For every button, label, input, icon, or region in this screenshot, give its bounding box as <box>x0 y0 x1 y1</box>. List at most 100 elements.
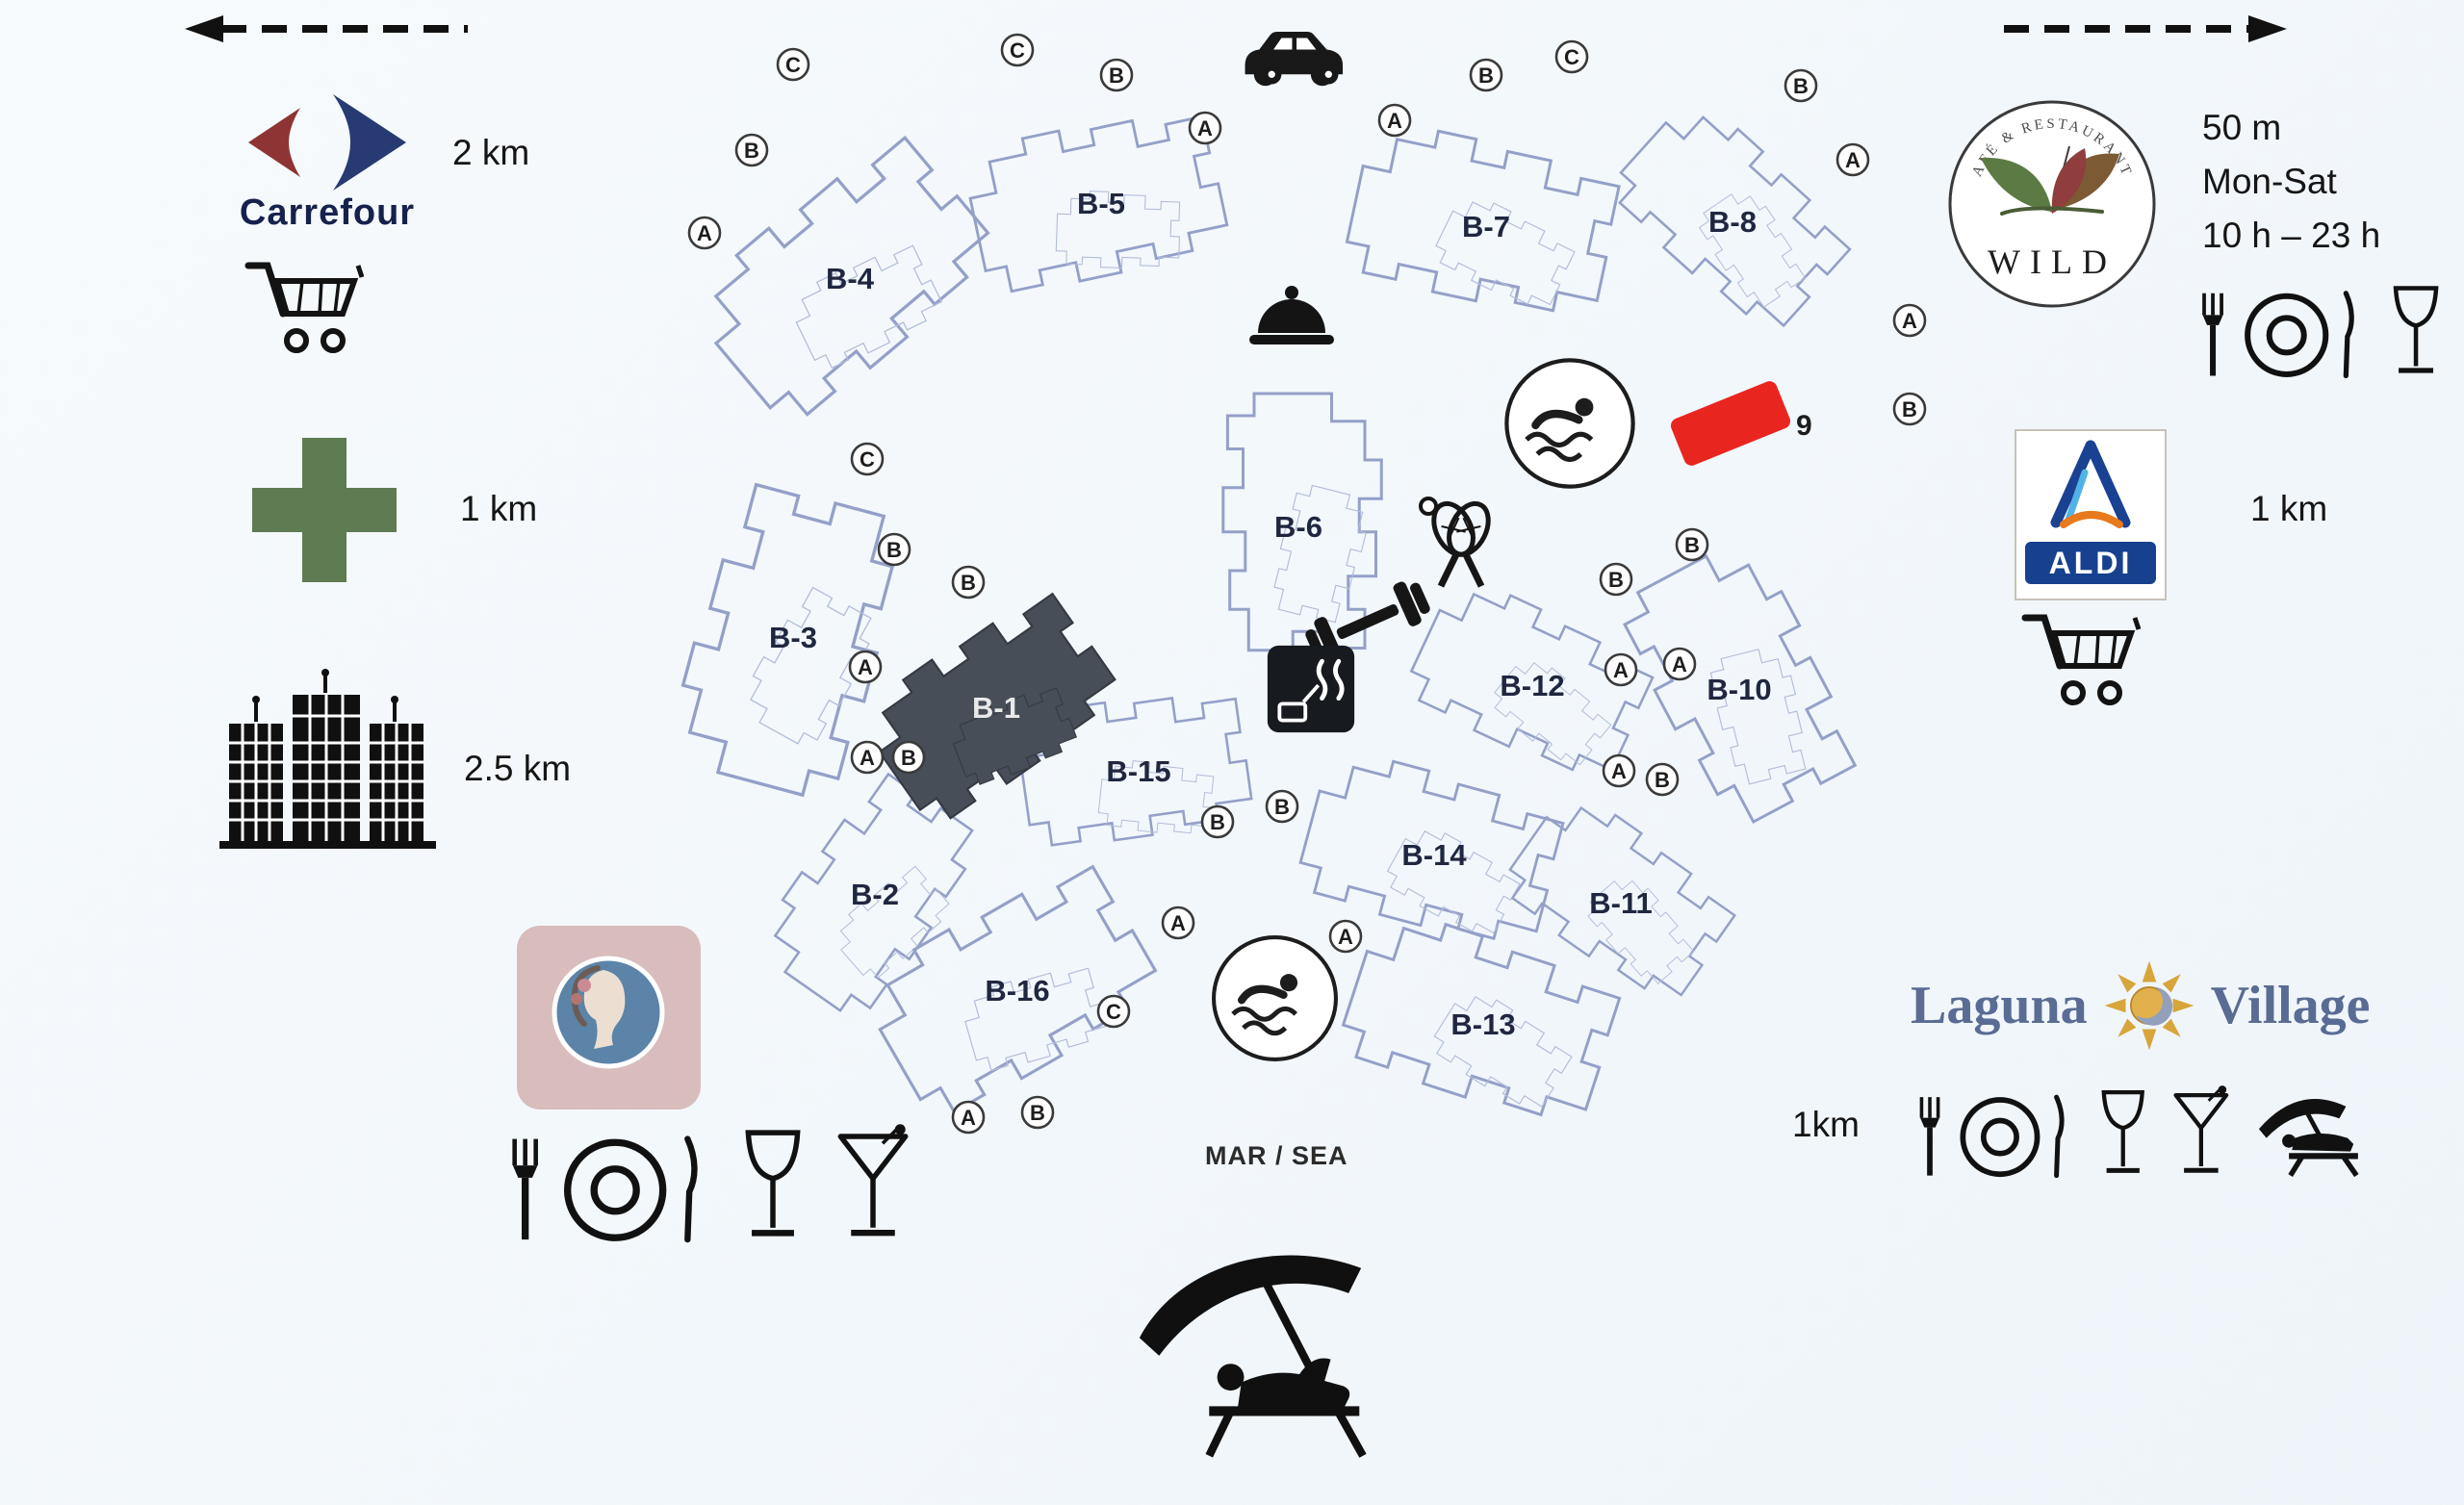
dashed-arrow-right <box>2000 12 2289 46</box>
entrance-marker-letter: B <box>1902 397 1917 421</box>
entrance-marker-letter: B <box>1655 768 1670 792</box>
carrefour-logo <box>241 85 414 200</box>
dashed-arrow-left <box>183 12 472 46</box>
plate-cutlery-icon <box>512 1135 698 1243</box>
laguna-sun-icon <box>2104 960 2194 1051</box>
pool-icon-lower <box>1205 929 1345 1068</box>
building-label-B-13: B-13 <box>1450 1008 1515 1041</box>
entrance-marker-letter: B <box>1210 810 1225 834</box>
entrance-marker-B <box>1020 1095 1055 1130</box>
entrance-marker-B <box>1265 789 1299 824</box>
entrance-marker-B <box>951 565 986 599</box>
wine-glass-icon <box>2101 1089 2144 1173</box>
laguna-village-logo: Laguna Village <box>1911 957 2371 1054</box>
aldi-logo: ALDI <box>2014 428 2168 601</box>
entrance-marker-B <box>1469 58 1503 92</box>
pharmacy-cross-icon <box>252 438 397 582</box>
entrance-marker-C <box>1000 33 1035 67</box>
entrance-marker-A <box>1602 753 1636 788</box>
entrance-marker-letter: A <box>1387 109 1402 133</box>
building-label-B-8: B-8 <box>1708 205 1757 239</box>
entrance-marker-B <box>1892 392 1927 426</box>
entrance-marker-B <box>1599 562 1633 597</box>
building-outline-echo-B-14 <box>1379 817 1526 945</box>
entrance-marker-letter: A <box>1845 148 1861 172</box>
entrance-marker-A <box>1604 652 1638 687</box>
entrance-marker-A <box>951 1100 986 1135</box>
entrance-marker-B <box>877 532 911 567</box>
shopping-cart-icon-right <box>2019 604 2144 720</box>
entrance-marker-A <box>1328 919 1363 954</box>
entrance-marker-letter: C <box>860 447 875 472</box>
wild-restaurant-logo: CAFÉ & RESTAURANTE WILD <box>1944 96 2161 313</box>
entrance-marker-B <box>1099 58 1134 92</box>
entrance-marker-A <box>687 216 722 250</box>
highlighted-unit-label: 9 <box>1796 410 1812 442</box>
entrance-marker-A <box>1188 111 1222 145</box>
cocktail-glass-icon <box>837 1124 909 1237</box>
entrance-marker-A <box>1377 103 1412 138</box>
entrance-marker-A <box>850 740 885 775</box>
entrance-marker-letter: A <box>1902 309 1917 333</box>
restaurant-icons-left <box>500 1124 912 1247</box>
entrance-marker-letter: B <box>744 139 759 163</box>
entrance-marker-B <box>1784 68 1818 103</box>
entrance-marker-letter: B <box>961 571 976 595</box>
beach-lounger-mini-icon <box>2258 1099 2359 1178</box>
entrance-marker-B <box>1675 527 1709 562</box>
wild-distance: 50 m <box>2202 108 2282 147</box>
entrance-marker-C <box>1554 39 1589 74</box>
entrance-marker-B <box>734 133 769 167</box>
entrance-marker-letter: B <box>1608 568 1624 592</box>
building-label-B-16: B-16 <box>985 974 1049 1008</box>
entrance-marker-letter: A <box>1338 925 1353 949</box>
restaurant-icons-right-top <box>2193 281 2464 382</box>
hotel-distance: 2.5 km <box>464 749 572 788</box>
wild-days: Mon-Sat <box>2202 162 2337 201</box>
wild-leaves-art <box>1981 145 2119 216</box>
cocktail-glass-icon <box>2173 1085 2229 1173</box>
aldi-distance: 1 km <box>2250 489 2328 528</box>
shopping-cart-icon <box>243 252 368 368</box>
sauna-icon <box>1265 643 1357 735</box>
building-label-B-14: B-14 <box>1401 838 1467 872</box>
restaurant-beach-icons-right <box>1911 1085 2372 1182</box>
entrance-marker-letter: B <box>1684 533 1700 557</box>
laguna-word2: Village <box>2210 976 2371 1035</box>
building-label-B-5: B-5 <box>1077 187 1125 220</box>
entrance-marker-letter: B <box>1030 1101 1045 1125</box>
beauty-salon-icon <box>515 924 703 1111</box>
entrance-marker-letter: B <box>1274 795 1290 819</box>
tennis-icon <box>1403 489 1519 600</box>
building-label-B-12: B-12 <box>1500 669 1564 702</box>
building-label-B-4: B-4 <box>826 262 875 295</box>
wild-wordmark: WILD <box>1988 242 2117 281</box>
reception-bell-icon <box>1244 277 1340 354</box>
building-label-B-15: B-15 <box>1106 754 1170 788</box>
entrance-marker-B <box>891 740 926 775</box>
building-outline-echo-B-13 <box>1425 982 1578 1118</box>
pharmacy-distance: 1 km <box>460 489 538 528</box>
entrance-marker-C <box>1096 994 1131 1029</box>
entrance-marker-letter: A <box>1197 116 1213 140</box>
entrance-marker-letter: A <box>697 221 712 245</box>
entrance-marker-A <box>1662 647 1697 681</box>
entrance-marker-A <box>848 650 883 684</box>
highlighted-unit-layer: 9 <box>1670 381 1812 466</box>
laguna-word1: Laguna <box>1911 976 2088 1035</box>
entrance-marker-A <box>1892 303 1927 338</box>
pool-icon-upper <box>1498 351 1642 496</box>
entrance-marker-A <box>1835 142 1870 177</box>
entrance-marker-letter: B <box>1478 64 1494 88</box>
hotel-buildings-icon <box>219 666 436 858</box>
entrance-marker-C <box>850 442 885 476</box>
building-outline-echo-B-4 <box>783 236 949 376</box>
entrance-marker-letter: C <box>1564 45 1579 69</box>
entrance-marker-letter: B <box>901 746 916 770</box>
aldi-wordmark: ALDI <box>2049 546 2133 580</box>
wine-glass-icon <box>745 1130 801 1237</box>
plate-cutlery-icon <box>2202 291 2354 379</box>
entrance-marker-letter: B <box>1793 74 1809 98</box>
